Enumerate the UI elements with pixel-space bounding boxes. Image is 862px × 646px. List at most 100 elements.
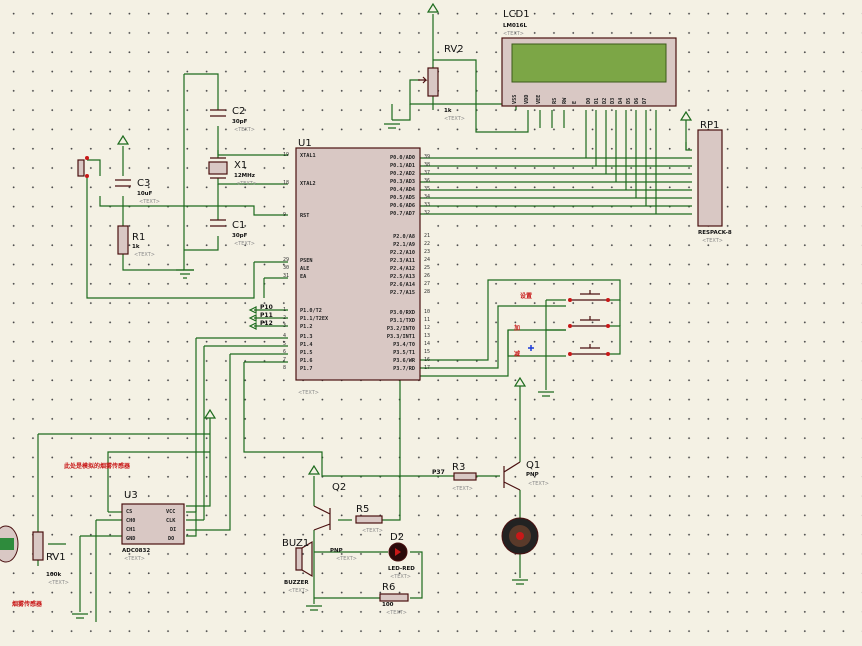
- u1-pin-label: P2.4/A12: [390, 266, 415, 272]
- u1-microcontroller[interactable]: U1 <TEXT>: [295, 138, 421, 396]
- svg-text:R5: R5: [356, 504, 369, 515]
- u1-pin-number: 19: [283, 152, 289, 158]
- svg-text:100: 100: [382, 602, 394, 608]
- fan-motor[interactable]: [501, 517, 539, 555]
- u1-pin-label: P2.6/A14: [390, 282, 415, 288]
- u1-pin-label: ALE: [300, 266, 309, 272]
- u1-pin-label: P0.0/AD0: [390, 155, 415, 161]
- lcd1-pin-label: RW: [562, 97, 568, 104]
- svg-text:1k: 1k: [132, 244, 140, 250]
- svg-text:<TEXT>: <TEXT>: [528, 481, 549, 487]
- rp1-respack[interactable]: RP1 RESPACK-8 <TEXT>: [697, 120, 732, 244]
- svg-text:PNP: PNP: [330, 548, 343, 554]
- svg-text:Q1: Q1: [526, 460, 540, 471]
- lcd1-pin-label: VEE: [536, 95, 542, 104]
- svg-text:RV1: RV1: [46, 552, 66, 563]
- u3-adc[interactable]: U3 ADC0832 <TEXT> CS CH0 CH1 GND VCC CLK…: [121, 490, 185, 562]
- u1-pin-label: P0.2/AD2: [390, 171, 415, 177]
- u1-pin-number: 26: [424, 273, 430, 279]
- net-p12: P12: [260, 320, 273, 327]
- net-labels: P10 P11 P12 P37: [248, 304, 445, 476]
- svg-text:30pF: 30pF: [232, 119, 248, 125]
- u1-pin-label: P1.4: [300, 342, 313, 348]
- u1-pin-number: 37: [424, 170, 430, 176]
- net-p11: P11: [260, 312, 273, 319]
- u1-pin-number: 5: [283, 341, 286, 347]
- d2-led[interactable]: D2 LED-RED <TEXT>: [388, 532, 415, 580]
- svg-text:R6: R6: [382, 582, 395, 593]
- u1-pin-label: P3.1/TXD: [390, 318, 415, 324]
- u1-pin-label: P1.7: [300, 366, 313, 372]
- u1-pin-label: P3.6/WR: [393, 358, 416, 364]
- switch-plus[interactable]: 加: [513, 316, 610, 332]
- wires: [37, 14, 692, 622]
- u1-pin-label: P3.2/INT0: [387, 326, 415, 332]
- u1-pin-number: 16: [424, 357, 430, 363]
- lcd1-display[interactable]: LCD1 LM016L <TEXT>: [501, 9, 677, 107]
- u1-pin-label: P3.3/INT1: [387, 334, 415, 340]
- r3-resistor[interactable]: R3 <TEXT>: [452, 462, 477, 492]
- u1-pin-label: P0.1/AD1: [390, 163, 415, 169]
- u1-pin-label: P2.5/A13: [390, 274, 415, 280]
- u1-pin-label: P1.3: [300, 334, 313, 340]
- svg-text:<TEXT>: <TEXT>: [236, 181, 257, 187]
- svg-text:PNP: PNP: [526, 472, 539, 478]
- switch-set[interactable]: 设置: [520, 290, 610, 302]
- svg-text:LED-RED: LED-RED: [388, 566, 415, 572]
- svg-text:<TEXT>: <TEXT>: [234, 241, 255, 247]
- u1-pin-label: RST: [300, 213, 309, 219]
- buz1-buzzer[interactable]: BUZ1 BUZZER <TEXT> PNP <TEXT>: [282, 538, 357, 594]
- svg-text:<TEXT>: <TEXT>: [298, 390, 319, 396]
- u1-pin-label: P0.5/AD5: [390, 195, 415, 201]
- svg-text:设置: 设置: [520, 292, 532, 300]
- lcd1-pin-label: D6: [634, 98, 640, 104]
- u1-pin-number: 14: [424, 341, 430, 347]
- svg-text:<TEXT>: <TEXT>: [234, 127, 255, 133]
- svg-text:<TEXT>: <TEXT>: [288, 588, 309, 594]
- x1-crystal[interactable]: X1 12MHz <TEXT>: [208, 157, 257, 187]
- gas-sensor-module[interactable]: [0, 525, 19, 563]
- u1-pin-number: 24: [424, 257, 430, 263]
- u1-pin-label: P2.1/A9: [393, 242, 415, 248]
- svg-text:<TEXT>: <TEXT>: [702, 238, 723, 244]
- rp1-value: RESPACK-8: [698, 230, 732, 236]
- c2-capacitor[interactable]: C2 30pF <TEXT>: [210, 106, 255, 133]
- lcd1-ref: LCD1: [503, 9, 530, 20]
- rv1-potentiometer[interactable]: RV1 100k <TEXT>: [32, 531, 69, 586]
- reset-button[interactable]: [77, 156, 89, 178]
- u1-pin-label: P3.0/RXD: [390, 310, 415, 316]
- lcd1-pin-label: E: [572, 101, 578, 104]
- switch-minus[interactable]: 减: [514, 344, 610, 358]
- svg-text:R3: R3: [452, 462, 465, 473]
- u1-pin-number: 33: [424, 202, 430, 208]
- u1-pin-label: P0.6/AD6: [390, 203, 415, 209]
- u1-pin-number: 27: [424, 281, 430, 287]
- svg-text:Q2: Q2: [332, 482, 346, 493]
- r5-resistor[interactable]: R5 <TEXT>: [355, 504, 383, 534]
- r6-resistor[interactable]: R6 100 <TEXT>: [379, 582, 409, 616]
- q2-transistor[interactable]: Q2: [313, 482, 346, 531]
- u1-pin-number: 21: [424, 233, 430, 239]
- svg-text:<TEXT>: <TEXT>: [386, 610, 407, 616]
- svg-text:30pF: 30pF: [232, 233, 248, 239]
- c3-capacitor[interactable]: C3 10uF <TEXT>: [115, 178, 160, 205]
- r1-resistor[interactable]: R1 1k <TEXT>: [117, 225, 155, 258]
- u1-pin-label: P1.1/T2EX: [300, 316, 329, 322]
- c1-capacitor[interactable]: C1 30pF <TEXT>: [210, 219, 255, 247]
- q1-transistor[interactable]: Q1 PNP <TEXT>: [503, 460, 549, 491]
- u1-pin-number: 39: [424, 154, 430, 160]
- svg-text:减: 减: [514, 350, 520, 358]
- note-gas-module: 此处是模拟的烟雾传感器: [64, 462, 131, 470]
- svg-text:C1: C1: [232, 220, 245, 231]
- svg-text:<TEXT>: <TEXT>: [452, 486, 473, 492]
- svg-text:<TEXT>: <TEXT>: [444, 116, 465, 122]
- rv2-potentiometer[interactable]: RV2 1k <TEXT>: [418, 44, 465, 122]
- u1-pin-number: 15: [424, 349, 430, 355]
- u1-pin-label: P1.5: [300, 350, 313, 356]
- svg-text:BUZZER: BUZZER: [284, 580, 309, 586]
- u1-pin-number: 17: [424, 365, 430, 371]
- svg-text:DO: DO: [168, 536, 174, 542]
- lcd1-pin-label: D5: [626, 98, 632, 104]
- u1-pin-number: 18: [283, 180, 289, 186]
